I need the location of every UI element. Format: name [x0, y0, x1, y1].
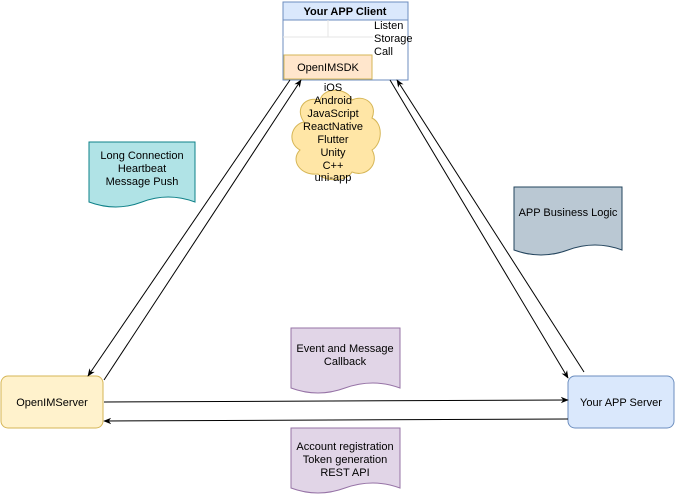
rest-api-line-3: REST API: [320, 467, 369, 479]
platforms-cloud: iOS Android JavaScript ReactNative Flutt…: [291, 82, 381, 184]
app-client-title: Your APP Client: [304, 6, 387, 18]
platform-uniapp: uni-app: [315, 172, 352, 184]
platform-ios: iOS: [324, 82, 342, 94]
platform-javascript: JavaScript: [307, 108, 358, 120]
client-function-call: Call: [374, 46, 393, 58]
platform-reactnative: ReactNative: [303, 121, 363, 133]
openim-server-label: OpenIMServer: [16, 397, 88, 409]
callback-line-1: Event and Message: [296, 343, 393, 355]
rest-api-note: Account registration Token generation RE…: [290, 427, 401, 494]
long-connection-line-2: Heartbeat: [118, 163, 166, 175]
platform-cpp: C++: [323, 160, 344, 172]
rest-api-line-2: Token generation: [303, 454, 387, 466]
arrow-client-to-openim: [87, 79, 291, 377]
app-server-label: Your APP Server: [580, 397, 662, 409]
arrow-openim-to-appserver: [103, 396, 569, 404]
arrow-appserver-to-openim: [103, 417, 569, 425]
arrow-appserver-to-client: [396, 79, 585, 373]
business-logic-note: APP Business Logic: [513, 186, 623, 256]
platform-flutter: Flutter: [317, 134, 349, 146]
client-function-listen: Listen: [374, 20, 403, 32]
long-connection-line-3: Message Push: [106, 176, 179, 188]
callback-line-2: Callback: [324, 356, 367, 368]
long-connection-line-1: Long Connection: [100, 150, 183, 162]
platform-unity: Unity: [320, 147, 346, 159]
openimsdk-label: OpenIMSDK: [297, 62, 359, 74]
long-connection-note: Long Connection Heartbeat Message Push: [88, 141, 196, 208]
arrow-openim-to-client: [103, 79, 302, 381]
rest-api-line-1: Account registration: [296, 441, 393, 453]
arrow-client-to-appserver: [389, 79, 569, 379]
app-server-node[interactable]: Your APP Server: [567, 375, 675, 429]
client-function-storage: Storage: [374, 33, 413, 45]
openim-server-node[interactable]: OpenIMServer: [0, 375, 104, 429]
openimsdk-box[interactable]: [283, 54, 373, 80]
callback-note: Event and Message Callback: [290, 327, 401, 394]
business-logic-label: APP Business Logic: [519, 207, 618, 219]
app-client-box[interactable]: Your APP Client Listen Storage Call Open…: [282, 1, 413, 81]
platform-android: Android: [314, 95, 352, 107]
